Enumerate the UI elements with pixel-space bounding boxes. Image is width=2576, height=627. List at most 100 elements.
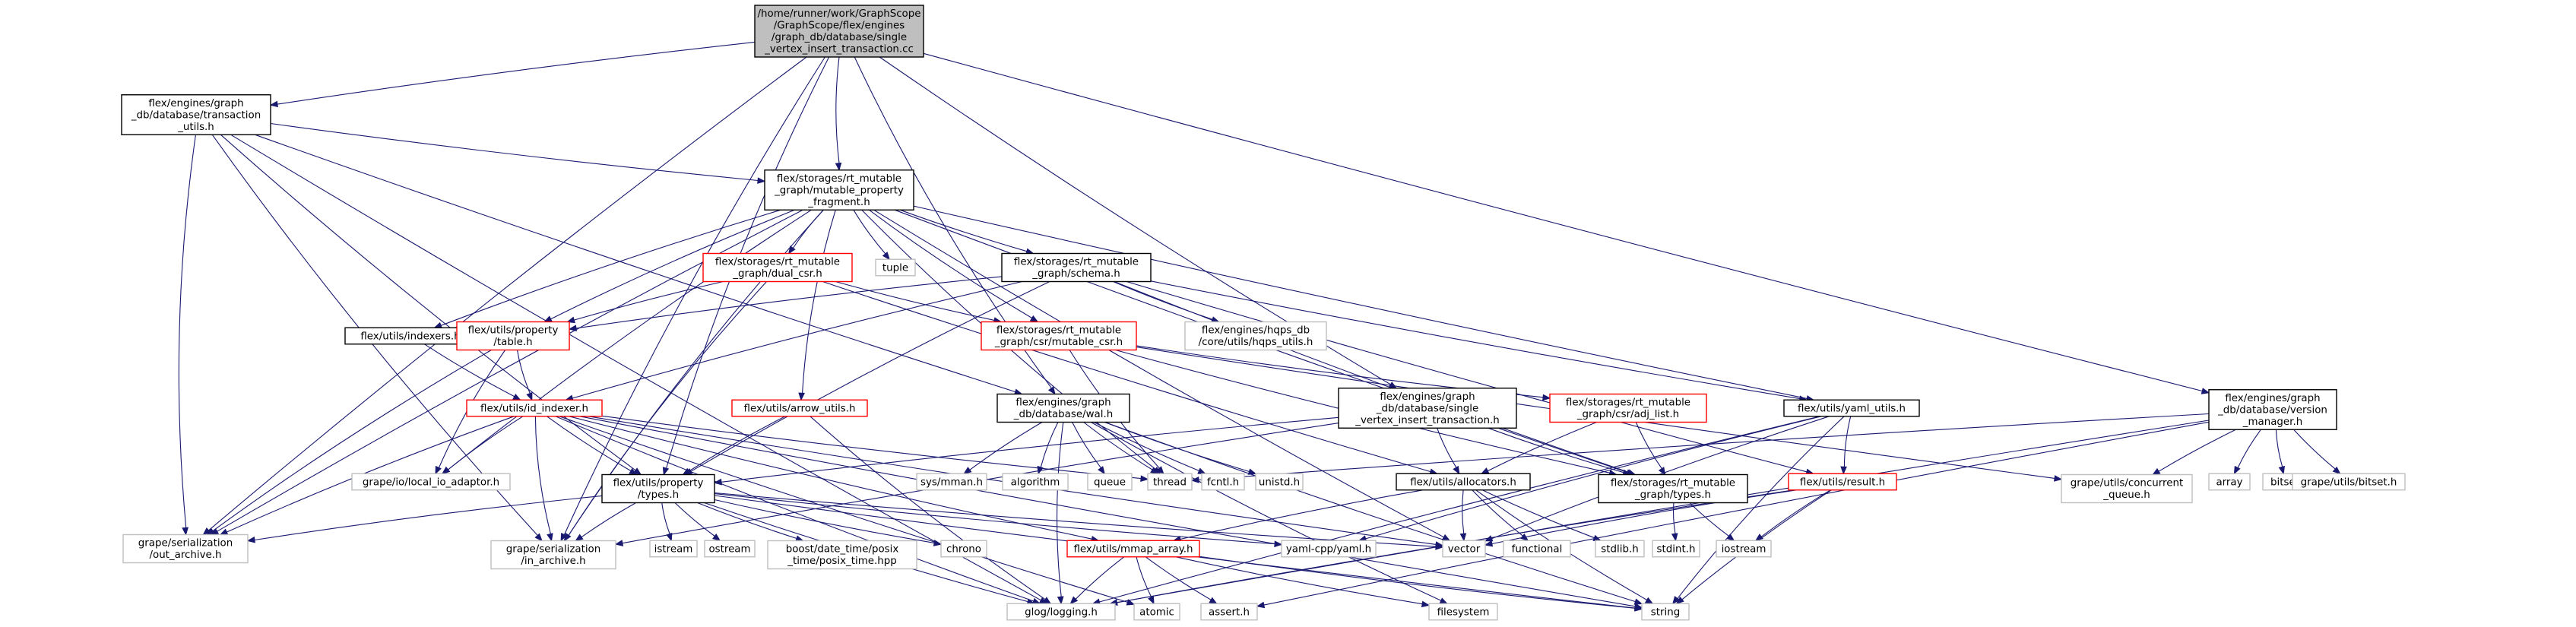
node-label-line: flex/utils/allocators.h xyxy=(1410,477,1516,488)
edge-arrowhead xyxy=(1197,467,1206,474)
node-label-line: grape/io/local_io_adaptor.h xyxy=(363,477,499,488)
node-box xyxy=(1255,473,1304,491)
edge-line xyxy=(574,280,724,321)
edge-prop-types-to-posix-time xyxy=(697,502,804,542)
edge-line xyxy=(601,415,1142,480)
graph-node-tuple: tuple xyxy=(875,258,916,277)
edge-line xyxy=(1843,416,1852,467)
edge-line xyxy=(1072,422,1101,468)
node-box xyxy=(1087,473,1133,491)
edge-line xyxy=(1114,280,1629,473)
graph-node-txn-utils[interactable]: flex/engines/graph_db/database/transacti… xyxy=(121,94,271,135)
node-label-line: _fragment.h xyxy=(807,197,870,208)
graph-node-mmap-array[interactable]: flex/utils/mmap_array.h xyxy=(1066,540,1200,558)
node-box xyxy=(996,393,1130,423)
graph-node-stdint: stdint.h xyxy=(1652,540,1700,558)
graph-node-root[interactable]: /home/runner/work/GraphScope/GraphScope/… xyxy=(754,5,924,58)
edge-rmg-types-to-stdint xyxy=(1671,502,1678,542)
node-label-line: /in_archive.h xyxy=(521,556,585,567)
graph-node-sys-mman: sys/mman.h xyxy=(916,473,987,491)
edge-arrowhead xyxy=(1388,382,1398,389)
graph-node-arrow-utils[interactable]: flex/utils/arrow_utils.h xyxy=(731,399,868,417)
node-label-line: _manager.h xyxy=(2242,416,2302,428)
graph-node-version-mgr[interactable]: flex/engines/graph_db/database/version_m… xyxy=(2208,389,2337,430)
graph-node-rmg-types[interactable]: flex/storages/rt_mutable_graph/types.h xyxy=(1598,473,1748,504)
node-label-line: /table.h xyxy=(493,337,532,348)
edge-version-mgr-to-assert xyxy=(1256,421,2210,609)
node-box xyxy=(767,540,917,570)
edge-line xyxy=(1760,489,1831,537)
graph-node-id-indexer[interactable]: flex/utils/id_indexer.h xyxy=(466,399,603,417)
edge-version-mgr-to-array xyxy=(2233,429,2261,475)
node-box xyxy=(1716,540,1772,558)
node-label-line: flex/engines/graph xyxy=(1016,397,1111,409)
edge-arrowhead xyxy=(1840,466,1847,475)
graph-node-unistd: unistd.h xyxy=(1255,473,1304,491)
node-box xyxy=(1788,473,1897,491)
edge-arrowhead xyxy=(1671,533,1678,542)
edge-line xyxy=(550,209,795,320)
edge-dual-csr-to-allocators xyxy=(822,280,1438,475)
node-box xyxy=(1595,540,1645,558)
edge-arrowhead xyxy=(1459,533,1467,542)
graph-node-svit[interactable]: flex/engines/graph_db/database/single_ve… xyxy=(1338,388,1517,429)
graph-node-allocators[interactable]: flex/utils/allocators.h xyxy=(1396,473,1531,491)
graph-node-prop-table[interactable]: flex/utils/property/table.h xyxy=(456,321,570,351)
graph-node-mutable-csr[interactable]: flex/storages/rt_mutable_graph/csr/mutab… xyxy=(981,321,1137,351)
graph-node-result[interactable]: flex/utils/result.h xyxy=(1788,473,1897,491)
node-label-line: flex/engines/graph xyxy=(148,98,243,109)
edge-arrowhead xyxy=(798,392,805,401)
graph-node-dual-csr[interactable]: flex/storages/rt_mutable_graph/dual_csr.… xyxy=(702,252,853,283)
edge-prop-types-to-ostream xyxy=(674,502,721,542)
node-box xyxy=(1281,540,1377,558)
node-label-line: stdint.h xyxy=(1657,543,1696,555)
edge-prop-types-to-out-archive xyxy=(246,495,603,543)
edge-arrowhead xyxy=(1726,534,1735,542)
edge-wal-to-glog xyxy=(1056,422,1064,605)
graph-node-schema[interactable]: flex/storages/rt_mutable_graph/schema.h xyxy=(1001,252,1152,283)
edge-line xyxy=(661,502,670,534)
edge-result-to-vector xyxy=(1484,489,1797,547)
node-label-line: sys/mman.h xyxy=(920,477,983,488)
edge-arrowhead xyxy=(1069,596,1079,605)
edge-arrowhead xyxy=(526,391,533,401)
edge-arrowhead xyxy=(435,465,442,475)
graph-node-istream: istream xyxy=(649,540,698,558)
edge-line xyxy=(1180,489,1424,540)
edge-arrowhead xyxy=(1542,394,1551,401)
edge-arrowhead xyxy=(1671,596,1681,605)
node-label-line: flex/engines/graph xyxy=(2225,393,2320,404)
edge-line xyxy=(822,280,1431,473)
node-label-line: _db/database/transaction xyxy=(131,109,261,121)
edge-arrowhead xyxy=(1156,466,1164,475)
graph-node-mpf[interactable]: flex/storages/rt_mutable_graph/mutable_p… xyxy=(764,169,914,211)
edge-line xyxy=(1437,428,1457,468)
graph-node-adj-list[interactable]: flex/storages/rt_mutable_graph/csr/adj_l… xyxy=(1549,393,1707,423)
graph-node-prop-types[interactable]: flex/utils/property/types.h xyxy=(601,473,715,504)
graph-node-posix-time: boost/date_time/posix_time/posix_time.hp… xyxy=(767,540,917,570)
edge-line xyxy=(516,350,531,394)
node-label-line: _vertex_insert_transaction.cc xyxy=(764,44,914,55)
edge-arrowhead xyxy=(2332,466,2341,475)
node-box xyxy=(1652,540,1700,558)
node-box xyxy=(122,534,249,564)
graph-node-wal[interactable]: flex/engines/graph_db/database/wal.h xyxy=(996,393,1130,423)
graph-node-yaml-utils[interactable]: flex/utils/yaml_utils.h xyxy=(1783,399,1920,417)
graph-node-queue: queue xyxy=(1087,473,1133,491)
edge-arrowhead xyxy=(1480,467,1490,474)
edge-arrowhead xyxy=(666,532,673,542)
graph-node-indexers[interactable]: flex/utils/indexers.h xyxy=(344,327,477,345)
node-label-line: _graph/csr/adj_list.h xyxy=(1576,409,1679,420)
node-box xyxy=(2061,473,2193,504)
edge-arrowhead xyxy=(882,252,891,261)
edge-arrowhead xyxy=(713,478,722,486)
node-label-line: /graph_db/database/single xyxy=(772,32,907,43)
node-label-line: fcntl.h xyxy=(1207,477,1239,488)
node-label-line: algorithm xyxy=(1011,477,1060,488)
node-label-line: istream xyxy=(654,543,693,555)
graph-node-stdlib: stdlib.h xyxy=(1595,540,1645,558)
edge-line xyxy=(440,209,781,326)
edge-arrowhead xyxy=(1592,534,1602,541)
edge-id-indexer-to-thread xyxy=(601,415,1149,482)
